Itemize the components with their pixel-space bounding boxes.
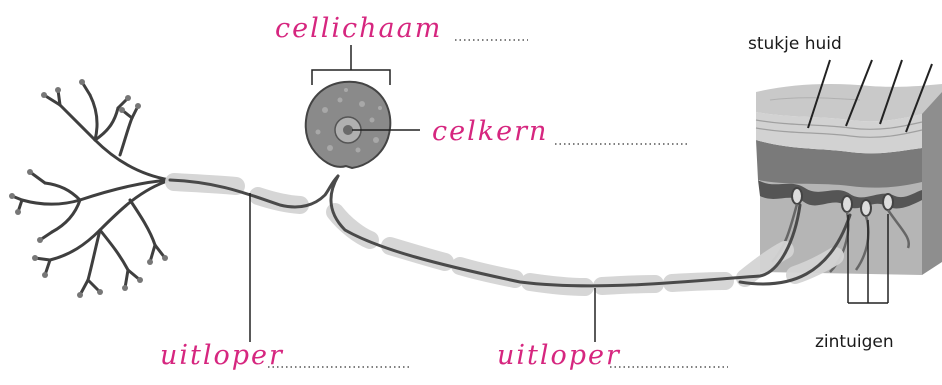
right-extension-label: uitloper: [497, 342, 621, 369]
nucleus-label: celkern: [432, 118, 548, 145]
cell-body-label: cellichaam: [275, 15, 442, 42]
sense-organs-label: zintuigen: [815, 334, 894, 351]
skin-label: stukje huid: [748, 36, 842, 53]
dendrite-tree: [12, 82, 170, 295]
cell-body: [306, 82, 391, 168]
dendrite-tips: [9, 79, 168, 298]
left-extension-label: uitloper: [160, 342, 284, 369]
myelin-sheath: [174, 182, 835, 287]
